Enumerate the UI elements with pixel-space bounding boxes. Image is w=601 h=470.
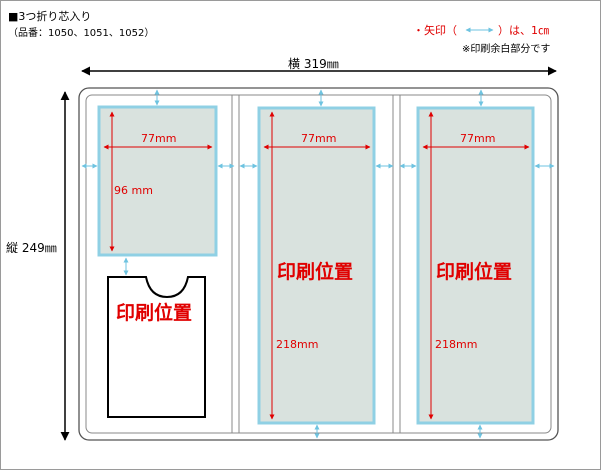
header-title: ■3つ折り芯入り	[8, 10, 92, 23]
header-part-numbers: （品番：1050、1051、1052）	[8, 28, 155, 39]
middle-box-width-label: 77mm	[301, 132, 337, 145]
pocket-print-label: 印刷位置	[116, 302, 193, 324]
right-print-box	[416, 106, 535, 425]
height-dimension-label: 縦 249㎜	[6, 241, 57, 255]
left-box-height-label: 96 mm	[114, 184, 153, 197]
width-dimension-label: 横 319㎜	[288, 57, 339, 71]
middle-print-label: 印刷位置	[277, 261, 354, 283]
legend-note: ※印刷余白部分です	[462, 44, 551, 55]
right-box-width-label: 77mm	[460, 132, 496, 145]
legend-suffix: ）は、1㎝	[498, 24, 549, 37]
fold-gutter-right	[392, 94, 401, 434]
right-print-label: 印刷位置	[436, 261, 513, 283]
left-print-box	[97, 105, 218, 257]
right-box-height-label: 218mm	[435, 338, 478, 351]
fold-gutter-left	[231, 94, 240, 434]
middle-print-box	[257, 106, 376, 425]
legend-bullet: ・矢印（	[413, 24, 457, 37]
middle-box-height-label: 218mm	[276, 338, 319, 351]
left-box-width-label: 77mm	[141, 132, 177, 145]
card-pocket	[107, 276, 206, 418]
margin-arrows	[81, 89, 555, 439]
